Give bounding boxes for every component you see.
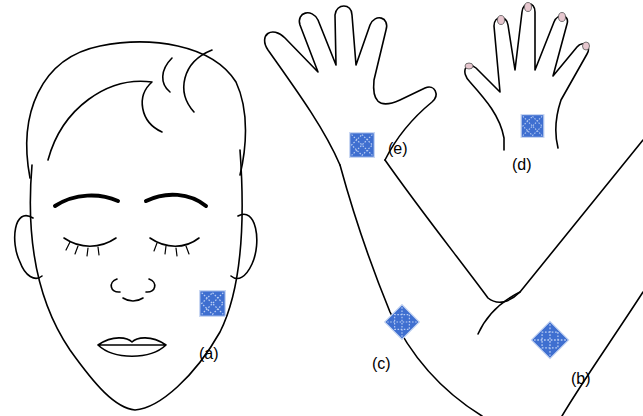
arm-outline xyxy=(562,292,643,416)
fingernails xyxy=(465,3,590,70)
ear xyxy=(15,216,42,279)
mouth xyxy=(98,338,166,356)
hair xyxy=(27,42,246,178)
callout-label: (b) xyxy=(571,370,591,388)
face-outline xyxy=(30,150,242,410)
ear xyxy=(231,214,257,278)
patch-square xyxy=(350,133,375,158)
arm-outline xyxy=(340,165,482,416)
eyebrow xyxy=(55,195,206,206)
hand-outline xyxy=(465,4,589,150)
callout-label: (c) xyxy=(372,355,391,373)
hair-strand xyxy=(48,50,212,160)
callout-label: (d) xyxy=(512,156,532,174)
arm-outline xyxy=(385,140,643,302)
closed-eye xyxy=(64,238,199,246)
eyelash xyxy=(66,242,189,256)
callout-label: (a) xyxy=(199,345,219,363)
elbow-crease xyxy=(478,292,520,334)
patch-square xyxy=(200,291,226,317)
patch-diamond xyxy=(385,305,420,340)
hand-outline xyxy=(265,6,436,165)
patch-square xyxy=(521,115,544,138)
nose xyxy=(111,279,154,301)
callout-label: (e) xyxy=(388,140,408,158)
patch-diamond xyxy=(531,321,569,359)
